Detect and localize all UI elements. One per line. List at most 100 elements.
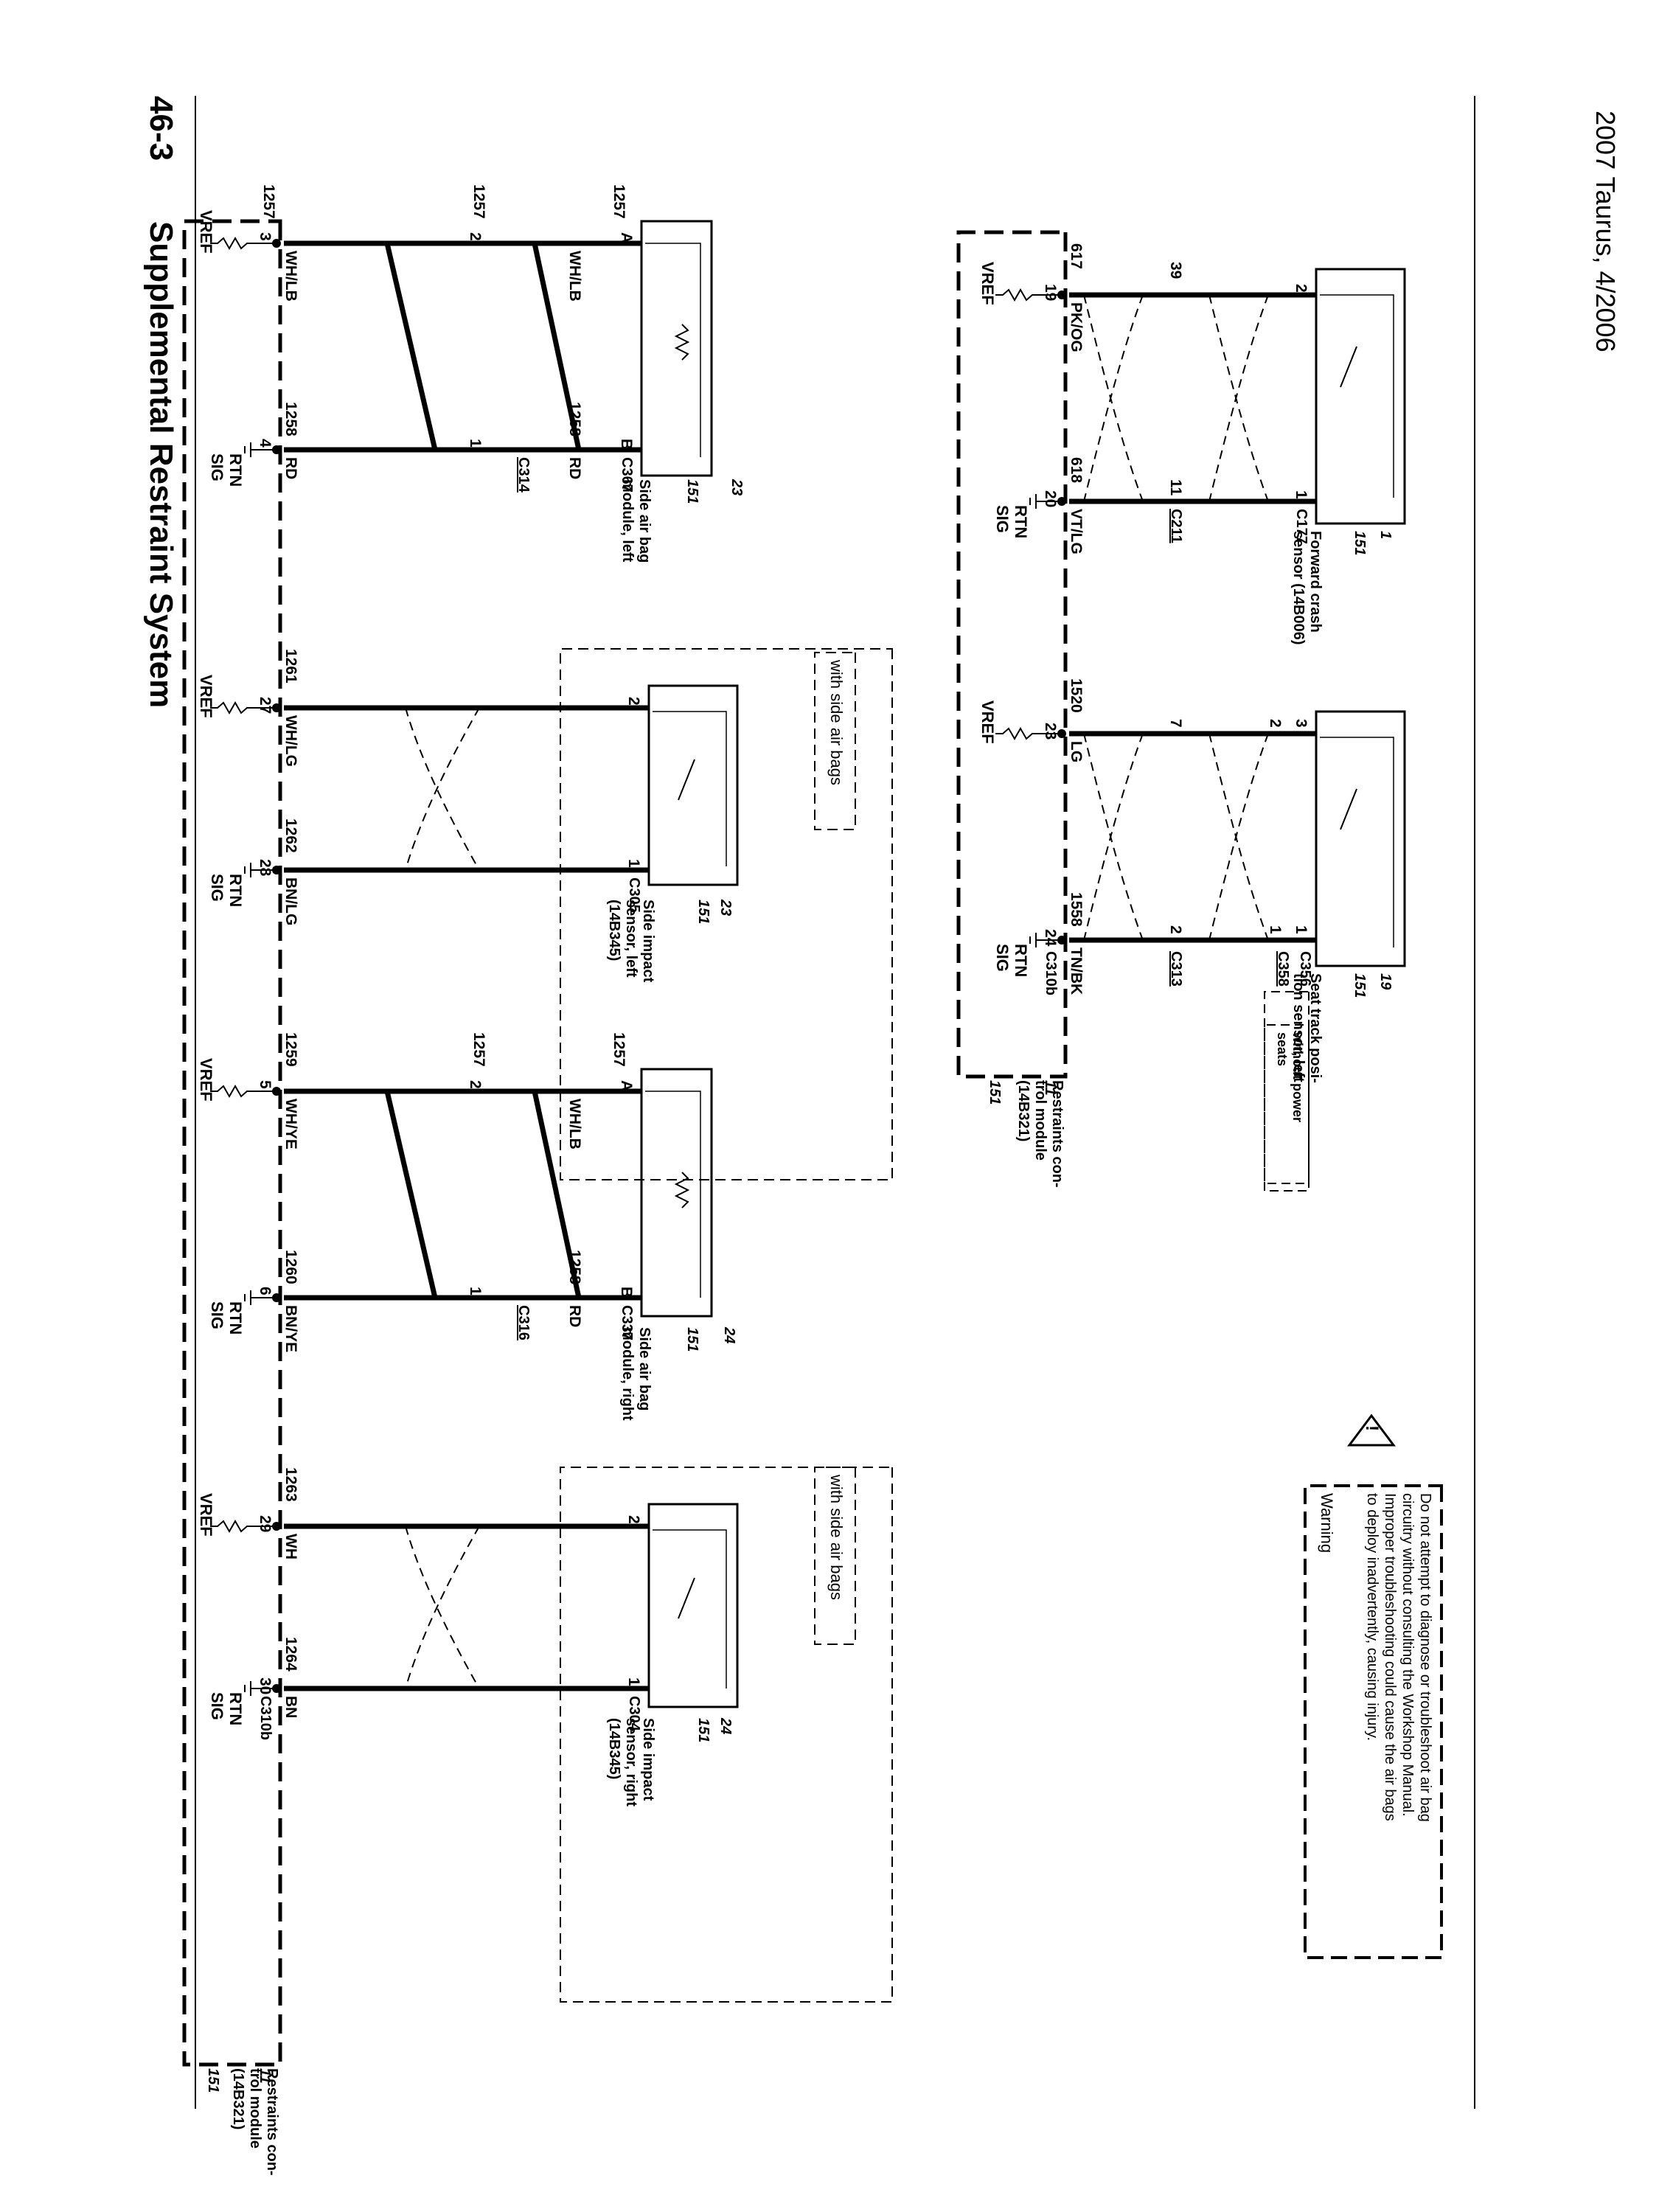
- sab-left-color-3: WH/LB: [566, 251, 583, 302]
- warning-title: Warning: [1318, 1493, 1336, 1554]
- sab-left-circ-2: 1258: [282, 402, 299, 437]
- sig-label-5: SIG: [993, 505, 1012, 533]
- stps-color-1: LG: [1068, 741, 1085, 763]
- sab-left-pin-1: 1: [467, 439, 484, 448]
- sab-left-pin-a: A: [618, 232, 635, 244]
- stps-circ-2: 1558: [1068, 892, 1085, 927]
- rcm-box-bottom: [956, 230, 1068, 1079]
- fcs-box: [1315, 268, 1406, 525]
- sab-right-pin-b: B: [618, 1287, 635, 1298]
- sab-right-circ-3: 1257: [470, 1032, 487, 1067]
- sab-right-color-1: WH/YE: [282, 1099, 299, 1150]
- rtn-label-6: RTN: [1012, 944, 1030, 978]
- sis-left-ref-a: 151: [695, 900, 712, 925]
- sis-right-ref-b: 24: [717, 1718, 734, 1735]
- sis-right-connector-c310b: C310b: [257, 1696, 274, 1741]
- sab-left-connector-c314: C314: [515, 457, 532, 493]
- label-box-side-bags-1: [814, 652, 856, 830]
- fcs-name: Forward crash sensor (14B006): [1290, 531, 1324, 645]
- fcs-pin-2: 2: [1293, 284, 1310, 293]
- sis-right-pin-1: 1: [625, 1677, 642, 1686]
- fcs-pin-39: 39: [1167, 262, 1184, 279]
- stps-pin-3: 3: [1293, 719, 1310, 728]
- sab-left-pin-b: B: [618, 439, 635, 451]
- label-box-no-power-seats: [1264, 1024, 1310, 1192]
- sig-label-3: SIG: [208, 1301, 226, 1329]
- vref-label-1: VREF: [197, 210, 215, 254]
- sab-right-color-4: RD: [566, 1305, 583, 1328]
- sis-left-pin-1: 1: [625, 859, 642, 868]
- sab-left-ref-b: 23: [728, 479, 745, 496]
- sis-right-circ-2: 1264: [282, 1637, 299, 1672]
- sab-left-circ-4: 1258: [566, 402, 583, 437]
- rtn-label-4: RTN: [226, 1692, 245, 1726]
- stps-connector-c358: C358: [1275, 951, 1291, 987]
- stps-circ-1: 1520: [1068, 678, 1085, 713]
- warning-exclamation-icon: !: [1362, 1425, 1382, 1431]
- option-box-sis-right: [560, 1467, 893, 2003]
- stps-ref-a: 151: [1352, 973, 1368, 998]
- sab-right-circ-5: 1257: [611, 1032, 627, 1067]
- sab-left-pin-3: 3: [257, 232, 274, 241]
- stps-box: [1315, 710, 1406, 967]
- sab-left-name: Side air bag module, left: [619, 479, 653, 563]
- vref-label-6: VREF: [978, 700, 997, 744]
- sab-right-color-3: WH/LB: [566, 1099, 583, 1150]
- sab-right-pin-1: 1: [467, 1287, 484, 1295]
- fcs-circ-2: 618: [1068, 457, 1085, 484]
- fcs-connector-c211: C211: [1168, 509, 1184, 543]
- with-side-air-bags-label-1: with side air bags: [827, 660, 846, 785]
- sab-left-circ-1: 1257: [260, 184, 277, 219]
- sab-left-color-1: WH/LB: [282, 251, 299, 302]
- sab-left-color-4: RD: [566, 457, 583, 480]
- label-box-side-bags-2: [814, 1467, 856, 1645]
- sab-right-circ-4: 1258: [566, 1250, 583, 1284]
- sab-right-circ-2: 1260: [282, 1250, 299, 1284]
- sis-right-pin-30: 30: [257, 1677, 274, 1695]
- sis-left-color-2: BN/LG: [282, 877, 299, 926]
- sis-right-color-2: BN: [282, 1696, 299, 1719]
- rcm-name-top: Restraints con- trol module (14B321): [230, 2068, 280, 2176]
- sis-left-name: Side impact sensor, left (14B345): [606, 900, 656, 983]
- sig-label-4: SIG: [208, 1692, 226, 1720]
- sis-left-color-1: WH/LG: [282, 715, 299, 767]
- rtn-label-5: RTN: [1012, 505, 1030, 539]
- fcs-color-1: PK/OG: [1068, 302, 1085, 352]
- sab-right-pin-6: 6: [257, 1287, 274, 1295]
- sis-left-pin-27: 27: [257, 697, 274, 714]
- option-box-sis-left: [560, 648, 893, 1180]
- stps-pin-1: 1: [1293, 925, 1310, 934]
- sis-right-name: Side impact sensor, right (14B345): [606, 1718, 656, 1807]
- stps-pin-24: 24: [1042, 929, 1059, 947]
- sab-right-ref-a: 151: [684, 1327, 700, 1352]
- sis-right-ref-a: 151: [695, 1718, 712, 1743]
- stps-color-2: TN/BK: [1068, 947, 1085, 995]
- fcs-color-2: VT/LG: [1068, 509, 1085, 554]
- without-power-seats-label: without power seats: [1275, 1032, 1305, 1122]
- stps-pin-1b: 1: [1267, 925, 1284, 934]
- fcs-pin-20: 20: [1042, 490, 1059, 508]
- sis-left-ref-b: 23: [717, 900, 734, 917]
- sig-label-2: SIG: [208, 874, 226, 902]
- stps-ref-b: 19: [1377, 973, 1394, 990]
- sab-left-pin-4: 4: [257, 439, 274, 448]
- sis-right-color-1: WH: [282, 1534, 299, 1559]
- warning-text: Do not attempt to diagnose or troublesho…: [1364, 1493, 1433, 1822]
- rtn-label-3: RTN: [226, 1301, 245, 1335]
- warning-box: [1304, 1484, 1443, 1959]
- sis-left-pin-28: 28: [257, 859, 274, 877]
- sis-left-pin-2: 2: [625, 697, 642, 706]
- vref-label-5: VREF: [978, 262, 997, 305]
- fcs-ref-b: 1: [1377, 531, 1394, 540]
- sab-right-connector-c316: C316: [515, 1305, 532, 1340]
- vref-label-2: VREF: [197, 675, 215, 718]
- sis-right-pin-2: 2: [625, 1515, 642, 1524]
- warning-triangle: [1347, 1413, 1396, 1447]
- sis-left-box: [647, 684, 739, 886]
- rcm-ref-a-top: 151: [205, 2068, 221, 2093]
- sis-right-box: [647, 1503, 739, 1708]
- sab-right-box: [640, 1068, 713, 1318]
